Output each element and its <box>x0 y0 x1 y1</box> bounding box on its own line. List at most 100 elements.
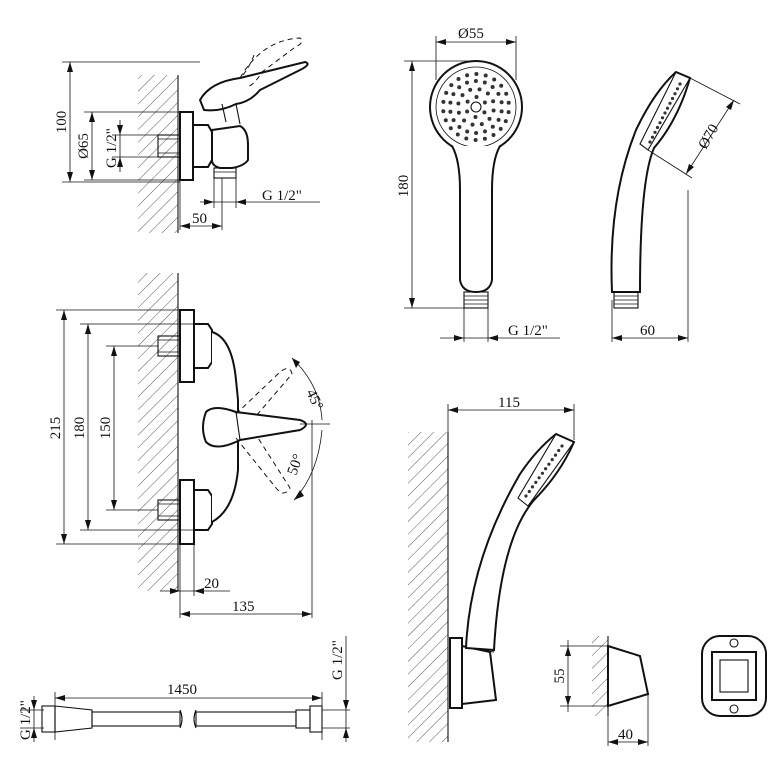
nozzle-dot <box>465 129 470 134</box>
screw-hole-bottom <box>729 704 739 714</box>
shower-handle <box>451 145 501 294</box>
dim-thread-left: G 1/2" <box>104 128 120 168</box>
nozzle-dot <box>499 83 504 88</box>
dim-side-width-60: 60 <box>640 323 655 339</box>
holder-side-body <box>607 644 650 708</box>
nozzle-dot <box>483 129 487 134</box>
nozzle-dot <box>477 87 482 92</box>
nozzle-dot <box>474 95 479 99</box>
nozzle-dot <box>490 85 495 89</box>
dim-reach-115: 115 <box>498 395 520 411</box>
lower-nut <box>193 489 213 531</box>
holder-side-view: 55 40 <box>552 636 650 746</box>
nozzle-dot <box>490 124 495 129</box>
nozzle-dot <box>474 72 479 76</box>
nozzle-dot <box>482 136 487 141</box>
nozzle-dot <box>443 118 448 123</box>
nozzle-dot <box>534 480 538 484</box>
upper-nut <box>193 323 213 369</box>
dim-side-head-70: Ø70 <box>696 122 723 152</box>
dim-thread-bottom: G 1/2" <box>262 188 302 204</box>
nozzle-dot <box>537 476 541 480</box>
nozzle-dot <box>457 85 462 90</box>
nozzle-dot <box>648 140 652 144</box>
dim-depth-50: 50 <box>192 211 207 227</box>
nozzle-dot <box>487 116 492 121</box>
lever-raised-position <box>239 37 303 89</box>
shower-side-body <box>610 70 692 293</box>
hose-section-right <box>195 711 297 727</box>
nozzle-dot <box>456 77 461 81</box>
nozzle-dot <box>460 93 465 98</box>
nozzle-dot <box>557 448 561 453</box>
dim-angle-45: 45° <box>302 387 325 413</box>
nozzle-dot <box>448 109 453 114</box>
nozzle-dot <box>550 458 554 462</box>
wall-hatch-holder <box>408 432 448 742</box>
nozzle-dot <box>470 122 475 127</box>
hose-cone-left <box>54 705 93 733</box>
hand-shower-front-view: Ø55 180 G 1/2" <box>396 26 560 342</box>
nozzle-dot <box>650 135 655 139</box>
nozzle-dot <box>527 489 531 494</box>
nozzle-dot <box>547 462 551 466</box>
nozzle-dot <box>560 444 564 448</box>
wall-pipe <box>157 134 181 158</box>
nozzle-dot <box>485 91 490 96</box>
nozzle-dot <box>451 118 456 123</box>
dim-total-215: 215 <box>48 417 64 440</box>
nozzle-dot <box>530 485 535 489</box>
upper-flange <box>179 309 195 383</box>
hex-nut <box>192 124 213 168</box>
nozzle-dot <box>465 73 470 78</box>
nozzle-dot <box>663 111 667 115</box>
nozzle-dot <box>491 133 496 137</box>
nozzle-dot <box>653 130 657 134</box>
nozzle-dot <box>465 99 470 104</box>
nozzle-dot <box>457 125 462 129</box>
dim-diameter-65: Ø65 <box>76 133 92 159</box>
nozzle-dot <box>468 87 473 92</box>
nozzle-dot <box>665 106 670 110</box>
nozzle-dot <box>444 90 449 95</box>
nozzle-dot <box>455 132 460 137</box>
nozzle-dot <box>503 119 508 124</box>
nozzle-dot <box>465 80 469 85</box>
hand-shower-side-view: Ø70 60 <box>610 70 741 342</box>
mixer-front-view: 45° 50° 215 180 150 20 135 <box>48 273 330 618</box>
nozzle-dot <box>524 494 528 498</box>
nozzle-dot <box>473 138 478 142</box>
dim-hose-thread-right: G 1/2" <box>330 640 346 680</box>
nozzle-dot <box>479 122 484 127</box>
lever-handle <box>198 60 309 112</box>
dim-wall-20: 20 <box>204 576 219 592</box>
dim-hose-1450: 1450 <box>167 682 197 698</box>
nozzle-dot <box>544 467 548 471</box>
dim-180: 180 <box>72 417 88 440</box>
screw-hole-top <box>729 638 739 648</box>
nozzle-dot <box>658 121 662 125</box>
nozzle-dot <box>499 100 504 105</box>
nozzle-dot <box>448 100 453 105</box>
nozzle-dot <box>473 79 478 83</box>
nozzle-dot <box>553 453 558 457</box>
spray-nozzles <box>441 72 511 142</box>
nozzle-dot <box>441 99 446 104</box>
nozzle-dot <box>506 110 511 115</box>
mounted-nozzles <box>524 444 564 498</box>
side-nozzles <box>648 82 682 144</box>
nozzle-dot <box>491 99 496 104</box>
nozzle-dot <box>462 118 467 123</box>
dim-shower-length-180: 180 <box>396 175 412 198</box>
dim-holder-55: 55 <box>552 669 568 684</box>
dim-angle-50: 50° <box>285 452 307 477</box>
nozzle-dot <box>496 117 501 122</box>
wall-hatch-front <box>138 273 178 591</box>
nozzle-dot <box>451 92 456 97</box>
nozzle-dot <box>456 101 461 106</box>
nozzle-dot <box>465 109 470 114</box>
dim-150: 150 <box>98 417 114 440</box>
dim-projection-135: 135 <box>232 599 255 615</box>
mounted-shower <box>464 432 576 652</box>
bottom-outlet <box>213 167 237 179</box>
